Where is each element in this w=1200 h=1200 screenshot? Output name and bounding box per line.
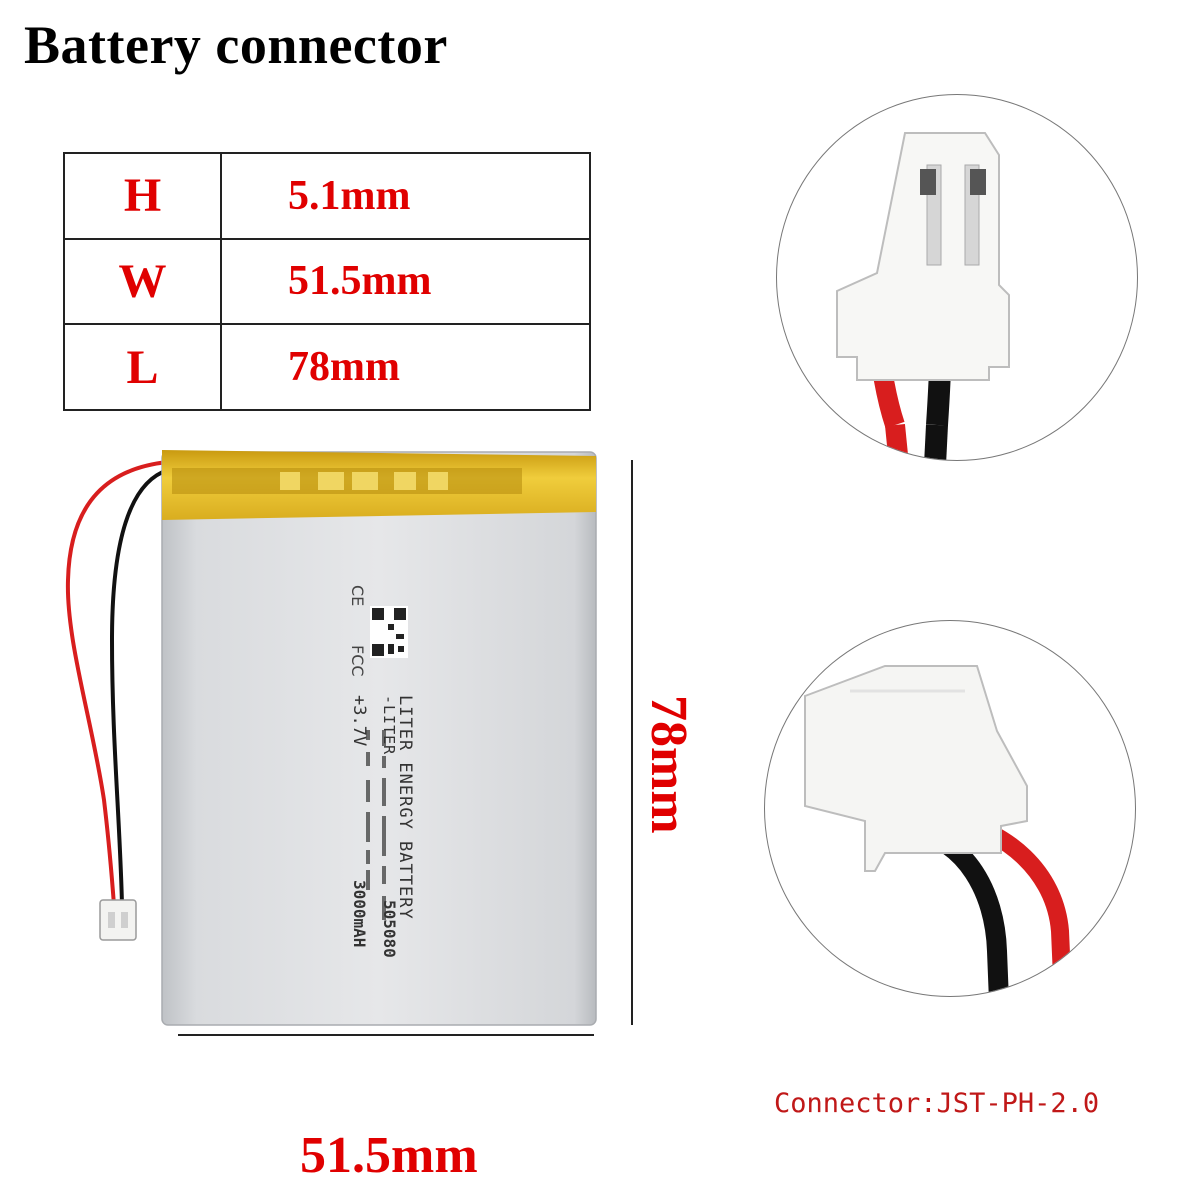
table-row: L 78mm bbox=[63, 323, 591, 411]
dimension-table: H 5.1mm W 51.5mm L 78mm bbox=[63, 152, 591, 411]
black-wire bbox=[109, 468, 169, 906]
dimension-key: L bbox=[63, 323, 222, 411]
battery-label-line1: LITER ENERGY BATTERY bbox=[395, 695, 415, 920]
connector-top-drawing bbox=[836, 132, 1010, 460]
table-row: H 5.1mm bbox=[63, 152, 591, 240]
qr-code bbox=[370, 606, 408, 658]
dimension-value: 78mm bbox=[220, 323, 591, 411]
red-wire bbox=[65, 460, 169, 906]
dimension-key: W bbox=[63, 237, 222, 326]
connector-top-view bbox=[776, 94, 1138, 461]
dimension-value: 51.5mm bbox=[220, 237, 591, 326]
connector-side-drawing bbox=[804, 665, 1072, 996]
battery-label-line2: -LITER bbox=[380, 695, 398, 755]
page-title: Battery connector bbox=[24, 15, 448, 75]
connector-type-text: Connector:JST-PH-2.0 bbox=[774, 1088, 1100, 1119]
connector-side-view bbox=[764, 620, 1136, 997]
battery-label-ce: CE bbox=[348, 585, 367, 606]
dimension-key: H bbox=[63, 152, 222, 240]
dimension-value: 5.1mm bbox=[220, 152, 591, 240]
battery-label-capacity: 3000mAH bbox=[350, 880, 369, 947]
table-row: W 51.5mm bbox=[63, 237, 591, 326]
battery-cell bbox=[161, 451, 597, 1026]
battery-label-fcc: FCC bbox=[348, 645, 367, 677]
battery-label-model: 505080 bbox=[380, 900, 399, 958]
height-dimension-label: 78mm bbox=[640, 695, 697, 834]
battery-label-voltage: +3.7V bbox=[349, 695, 369, 746]
mini-connector bbox=[99, 899, 137, 941]
width-dimension-label: 51.5mm bbox=[300, 1127, 478, 1184]
